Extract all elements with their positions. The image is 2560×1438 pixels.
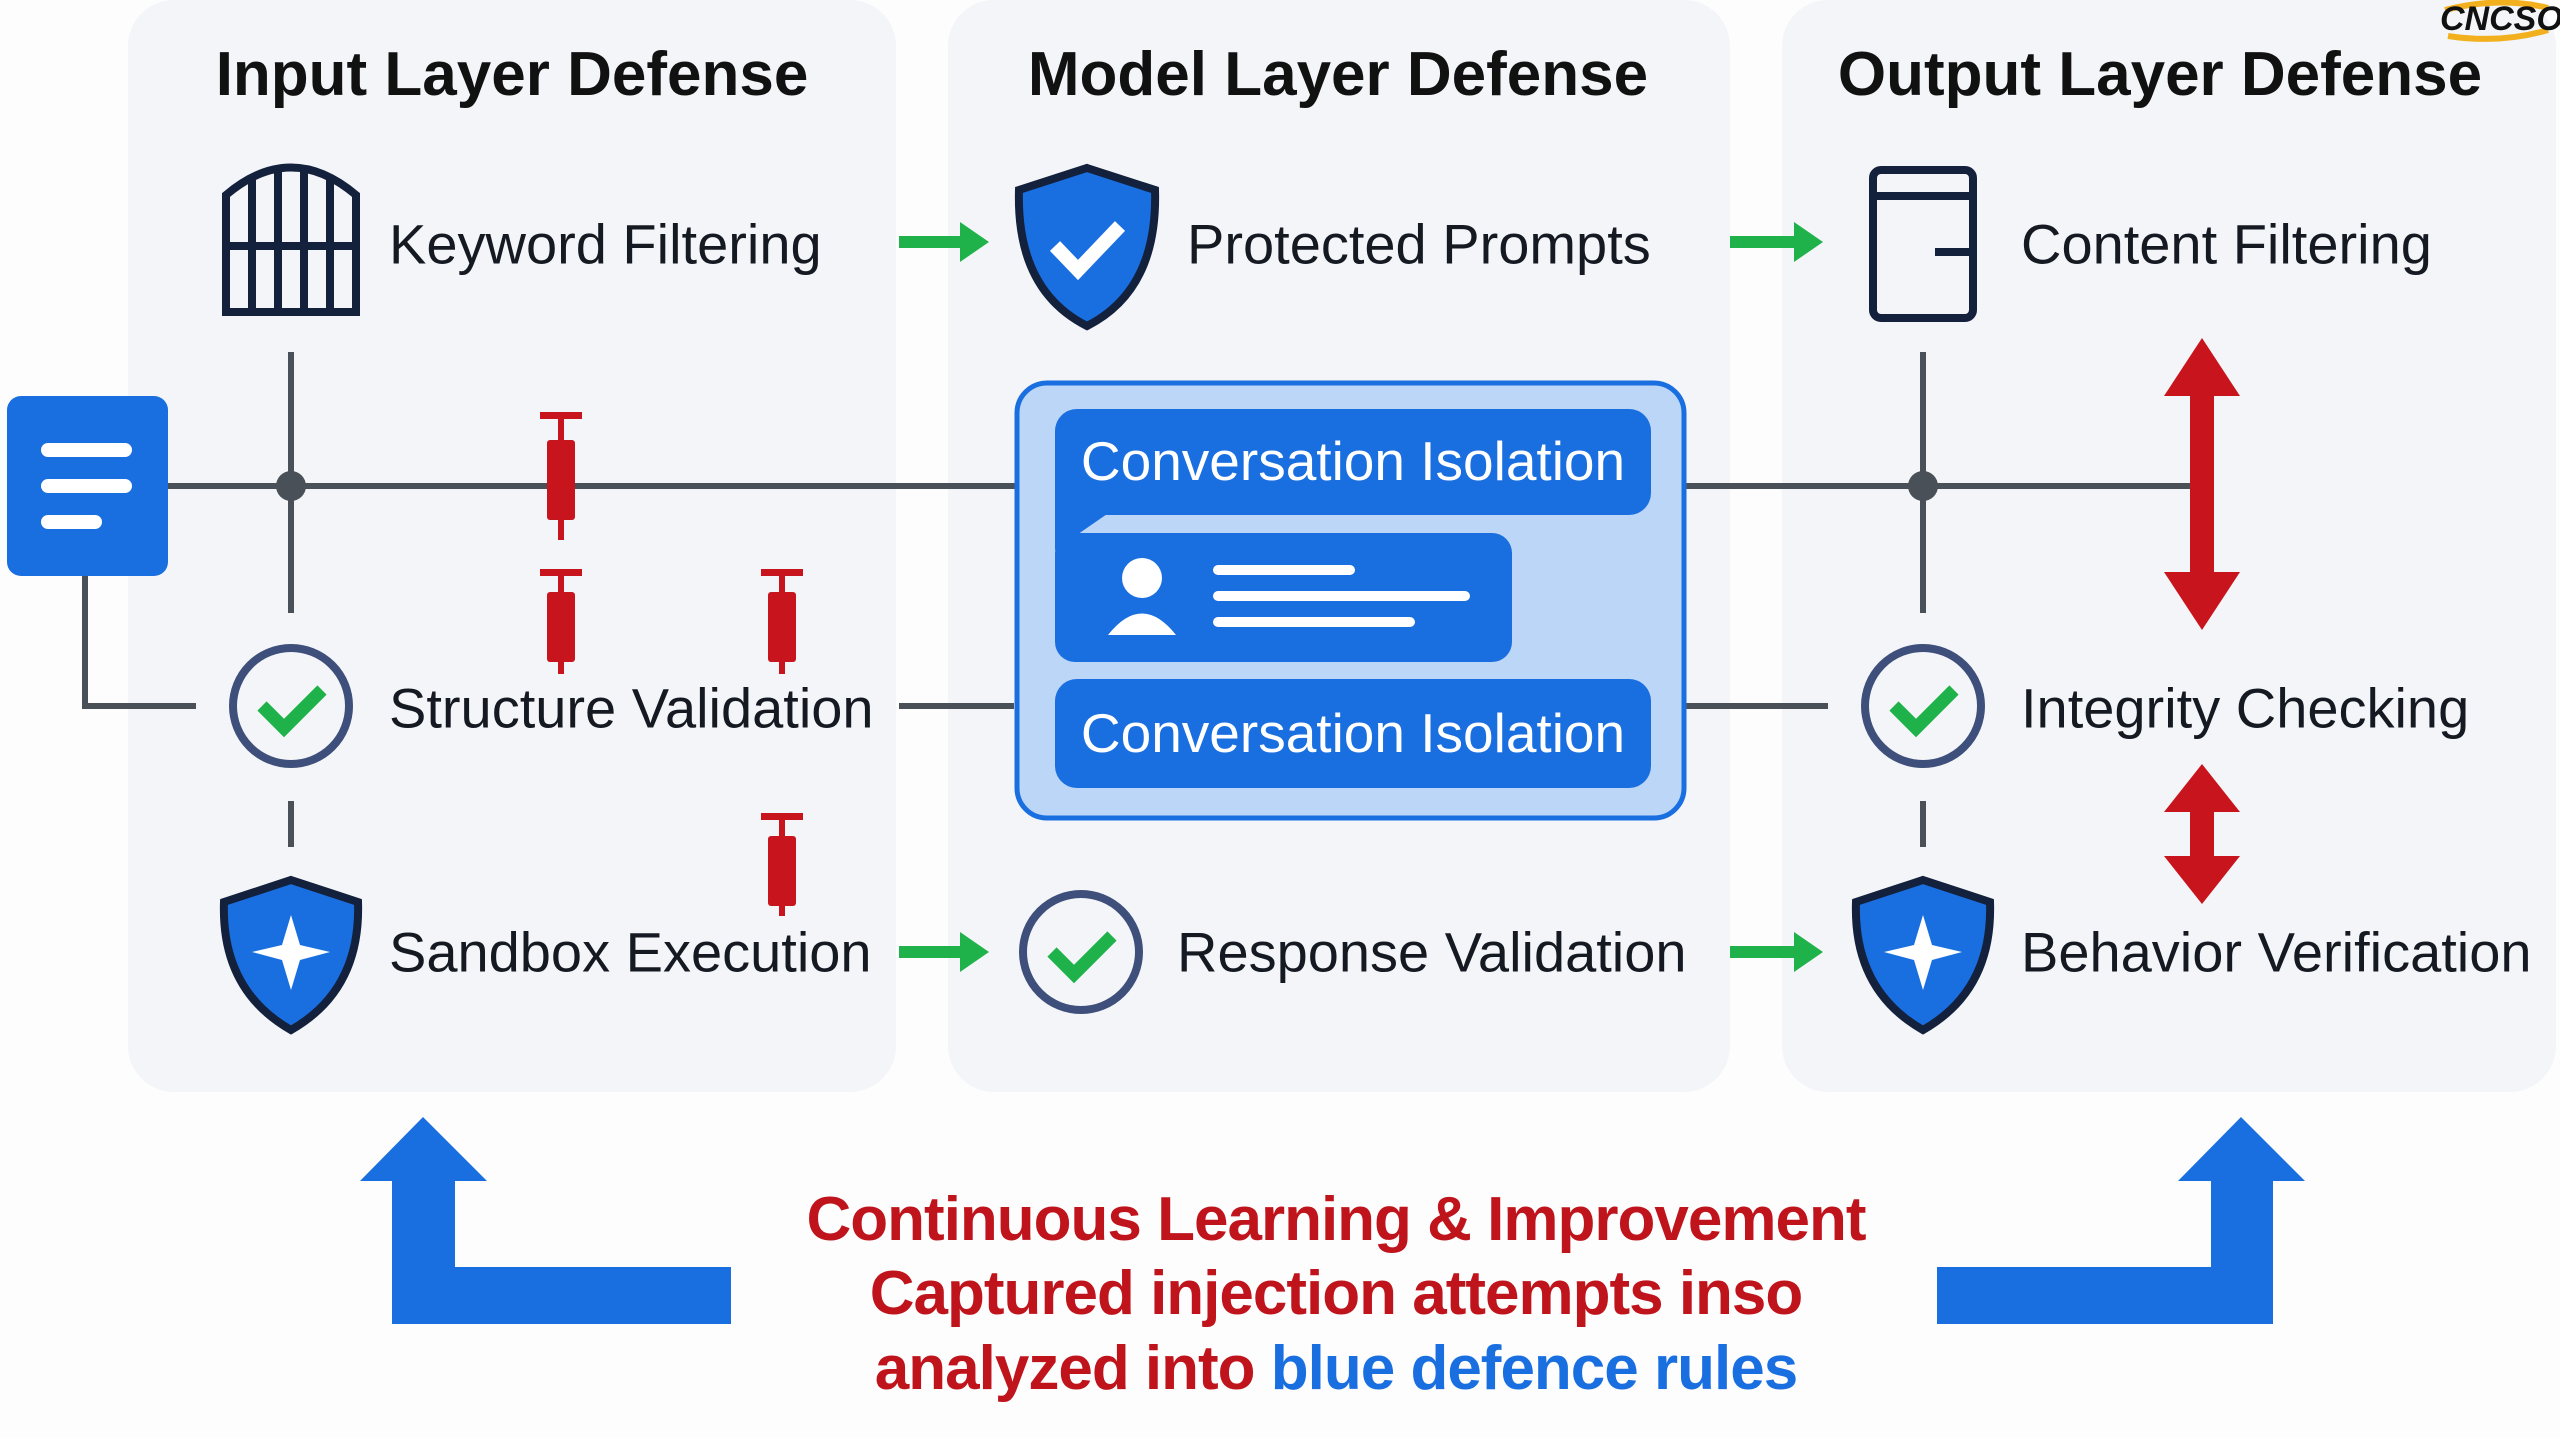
connector-line [82,576,196,709]
check-circle-icon [1019,890,1143,1014]
junction-dot [1908,471,1938,501]
document-icon [7,396,168,576]
integrity-checking-label: Integrity Checking [2021,676,2470,740]
shield-star-icon [219,875,363,1035]
filter-device-icon [1869,166,1977,322]
shield-check-icon [1014,163,1160,331]
syringe-icon [761,813,803,916]
syringe-icon [540,569,582,674]
arrow-up-icon [360,1117,731,1324]
shield-star-icon [1851,875,1995,1035]
sandbox-execution-label: Sandbox Execution [389,920,872,984]
arrow-right-icon [1730,932,1823,972]
output-layer-title: Output Layer Defense [1837,40,2483,109]
input-layer-title: Input Layer Defense [215,40,809,109]
model-layer-title: Model Layer Defense [1027,40,1649,109]
injection-markers [540,338,2240,916]
keyword-filtering-label: Keyword Filtering [389,212,822,276]
syringe-icon [540,412,582,540]
firewall-icon [222,163,360,316]
protected-prompts-label: Protected Prompts [1187,212,1651,276]
cncso-logo [2444,0,2549,42]
user-icon [1122,558,1162,598]
structure-validation-label: Structure Validation [389,676,874,740]
conversation-isolation-top: Conversation Isolation [1080,430,1626,492]
syringe-icon [761,569,803,674]
double-arrow-icon [2164,338,2240,630]
feedback-arrows [360,1117,2305,1324]
footer-line-2: Captured injection attempts inso [869,1259,1804,1328]
cncso-logo-text: CNCSO [2440,0,2560,38]
conversation-isolation-bottom: Conversation Isolation [1080,702,1626,764]
check-circle-icon [229,644,353,768]
content-filtering-label: Content Filtering [2021,212,2432,276]
footer-line-3-blue: blue defence rules [1270,1334,1798,1403]
response-validation-label: Response Validation [1177,920,1687,984]
arrow-up-icon [1937,1117,2305,1324]
footer-line-3-red: analyzed into [874,1334,1271,1403]
arrow-right-icon [899,222,989,262]
arrow-right-icon [899,932,989,972]
check-circle-icon [1861,644,1985,768]
arrow-right-icon [1730,222,1823,262]
double-arrow-icon [2164,764,2240,904]
green-arrows [899,222,1823,972]
isolation-box [1014,380,1687,821]
footer-line-1: Continuous Learning & Improvement [806,1185,1867,1254]
behavior-verification-label: Behavior Verification [2021,920,2532,984]
footer-line-3: analyzed into blue defence rules [874,1333,1798,1404]
junction-dot [276,471,306,501]
